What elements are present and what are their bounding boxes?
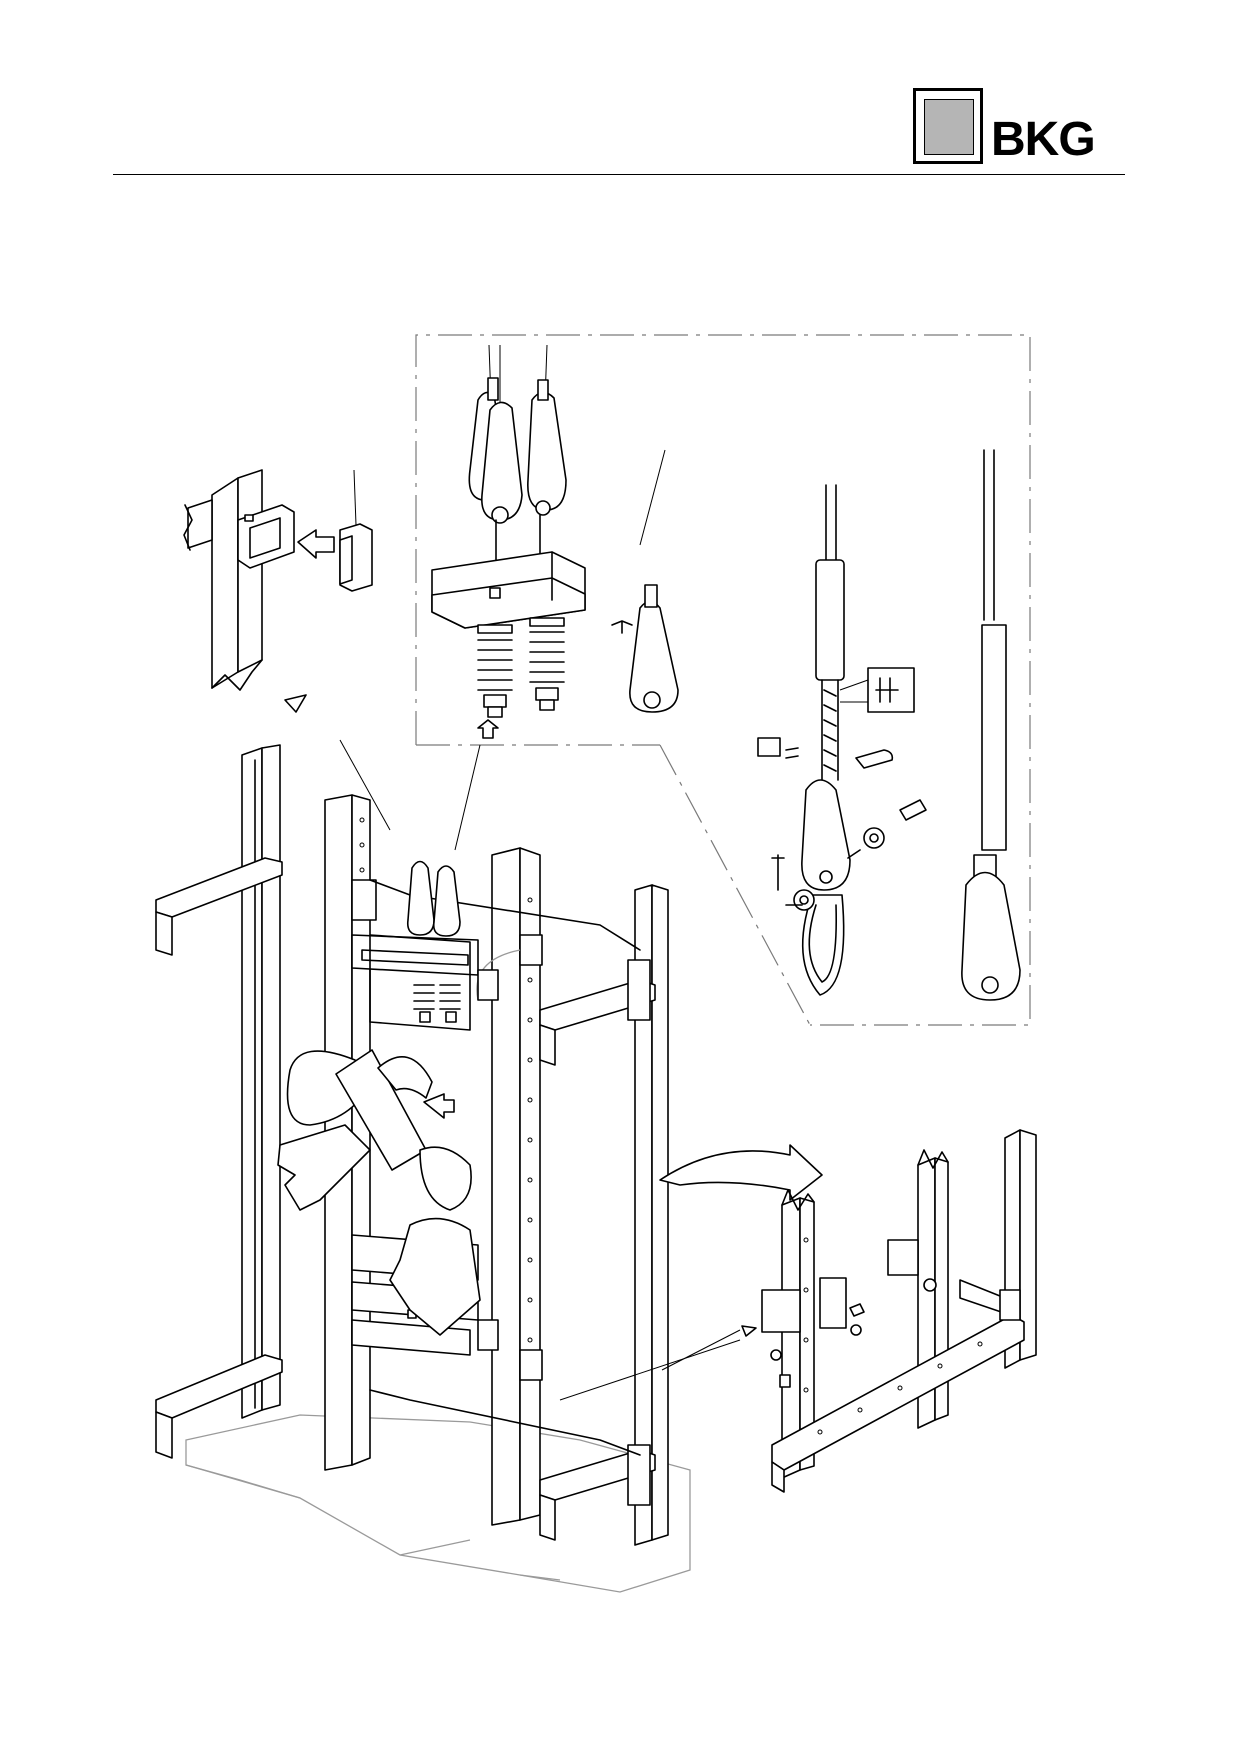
bkg-logo: BKG	[913, 88, 1123, 168]
main-car-frame	[155, 744, 691, 1593]
curved-direction-arrow	[659, 1144, 823, 1201]
rail-bracket-detail	[661, 1129, 1037, 1493]
rail-slider-detail	[183, 469, 373, 691]
logo-square	[913, 88, 983, 164]
detail-callout-frame	[415, 334, 1031, 1026]
spring-suspension-detail	[431, 344, 679, 739]
header-rule	[113, 174, 1125, 175]
logo-square-fill	[924, 99, 974, 155]
installer-hands	[277, 1049, 481, 1336]
logo-text: BKG	[991, 113, 1096, 166]
rope-termination-detail	[757, 449, 1021, 1001]
